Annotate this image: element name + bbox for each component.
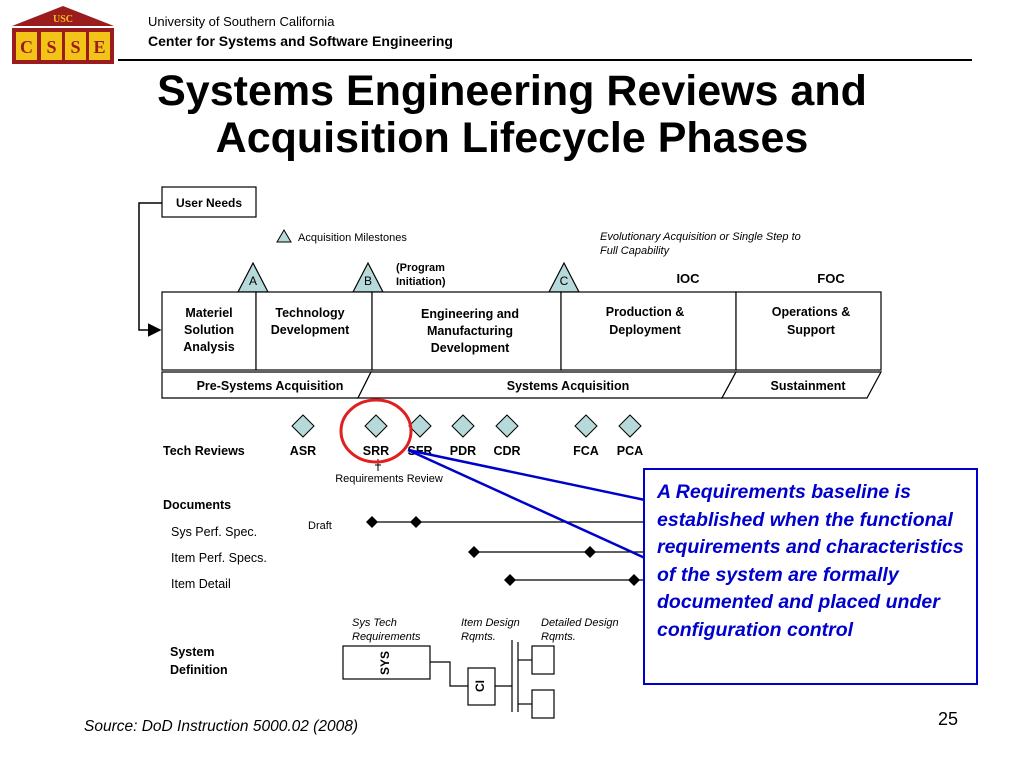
logo-usc-text: USC: [53, 14, 73, 25]
phase-msa-box: [161, 291, 257, 371]
phase-td-line1: Technology: [275, 306, 344, 320]
band-sus-label: Sustainment: [770, 379, 846, 393]
phase-msa-line2: Solution: [184, 323, 234, 337]
spec-detailed-design-line1: Detailed Design: [541, 617, 619, 629]
logo-letter-s1: S: [46, 37, 56, 57]
phase-os-box: [735, 291, 882, 371]
review-sfr-icon: [408, 414, 432, 438]
phase-pd-box: [560, 291, 737, 371]
slide-title: Systems Engineering Reviews and Acquisit…: [0, 68, 1024, 162]
tech-reviews-label: Tech Reviews: [163, 444, 245, 458]
documents-label: Documents: [163, 498, 231, 512]
phase-emd-line1: Engineering and: [421, 307, 519, 321]
item-detail-diamond-2: [628, 574, 640, 586]
logo-letter-c: C: [20, 37, 33, 57]
callout-pointer-upper: [407, 448, 646, 502]
review-cdr-icon: [495, 414, 519, 438]
review-fca-icon: [574, 414, 598, 438]
ioc-label: IOC: [676, 271, 700, 286]
band-sys-label: Systems Acquisition: [507, 379, 630, 393]
review-fca-label: FCA: [573, 444, 599, 458]
sys-perf-baseline-diamond: [410, 516, 422, 528]
review-pca-label: PCA: [617, 444, 643, 458]
slide-title-line1: Systems Engineering Reviews and: [157, 67, 867, 115]
review-pca-icon: [618, 414, 642, 438]
spec-sys-tech-line2: Requirements: [352, 631, 421, 643]
item-perf-diamond-2: [584, 546, 596, 558]
milestone-legend-icon: [276, 229, 292, 243]
requirements-baseline-callout: A Requirements baseline is established w…: [643, 468, 978, 685]
item-perf-diamond-1: [468, 546, 480, 558]
milestone-b-label: B: [364, 274, 372, 288]
system-definition-line1: System: [170, 645, 214, 659]
foc-label: FOC: [817, 271, 845, 286]
center-name: Center for Systems and Software Engineer…: [148, 33, 453, 49]
spec-detailed-design-line2: Rqmts.: [541, 631, 576, 643]
phase-emd-line2: Manufacturing: [427, 324, 513, 338]
slide-title-line2: Acquisition Lifecycle Phases: [215, 114, 809, 162]
page-number: 25: [938, 709, 959, 729]
doc-sys-perf-label: Sys Perf. Spec.: [171, 525, 257, 539]
phase-emd-box: [371, 291, 562, 371]
callout-pointer-lower: [407, 448, 646, 560]
phase-os-line1: Operations &: [772, 305, 851, 319]
review-pdr-label: PDR: [450, 444, 476, 458]
doc-item-detail-label: Item Detail: [171, 577, 231, 591]
review-cdr-label: CDR: [493, 444, 520, 458]
detail-box-2: [531, 689, 555, 719]
band-pre-label: Pre-Systems Acquisition: [197, 379, 344, 393]
phase-msa-line3: Analysis: [183, 340, 234, 354]
phase-pd-line2: Deployment: [609, 323, 681, 337]
user-needs-box: [161, 186, 257, 218]
requirements-review-label: Requirements Review: [335, 473, 443, 485]
phase-emd-line3: Development: [431, 341, 510, 355]
review-pdr-icon: [451, 414, 475, 438]
usc-csse-logo: USC C S S E: [12, 6, 114, 64]
review-srr-label: SRR: [363, 444, 389, 458]
item-detail-diamond-1: [504, 574, 516, 586]
srr-highlight-circle: [339, 398, 413, 464]
logo-letter-e: E: [93, 37, 105, 57]
draft-label: Draft: [308, 520, 332, 532]
system-definition-line2: Definition: [170, 663, 228, 677]
evolutionary-note-line1: Evolutionary Acquisition or Single Step …: [600, 231, 801, 243]
doc-item-perf-label: Item Perf. Specs.: [171, 551, 267, 565]
ci-box: [467, 667, 496, 706]
milestone-c-label: C: [560, 274, 569, 288]
program-initiation-line1: (Program: [396, 262, 445, 274]
milestone-legend-label: Acquisition Milestones: [298, 232, 407, 244]
band-sustainment: [720, 371, 883, 399]
sys-to-ci-connector: [430, 661, 468, 687]
header-rule: [118, 59, 972, 61]
milestone-a-label: A: [249, 274, 257, 288]
spec-sys-tech-line1: Sys Tech: [352, 617, 397, 629]
phase-os-line2: Support: [787, 323, 836, 337]
user-needs-label: User Needs: [176, 196, 242, 210]
spec-item-design-line2: Rqmts.: [461, 631, 496, 643]
phase-msa-line1: Materiel: [185, 306, 232, 320]
review-srr-icon: [364, 414, 388, 438]
evolutionary-note-line2: Full Capability: [600, 245, 671, 257]
program-initiation-line2: Initiation): [396, 276, 446, 288]
phase-pd-line1: Production &: [606, 305, 684, 319]
institution-name: University of Southern California: [148, 14, 335, 29]
review-asr-label: ASR: [290, 444, 316, 458]
logo-letter-s2: S: [70, 37, 80, 57]
phase-td-line2: Development: [271, 323, 350, 337]
spec-item-design-line1: Item Design: [461, 617, 520, 629]
detail-box-1: [531, 645, 555, 675]
source-citation: Source: DoD Instruction 5000.02 (2008): [84, 718, 358, 735]
ci-box-label: CI: [473, 680, 487, 692]
sys-box: [342, 645, 431, 680]
user-needs-arrow: [138, 202, 162, 337]
review-asr-icon: [291, 414, 315, 438]
sys-box-label: SYS: [378, 651, 392, 675]
sys-perf-draft-diamond: [366, 516, 378, 528]
